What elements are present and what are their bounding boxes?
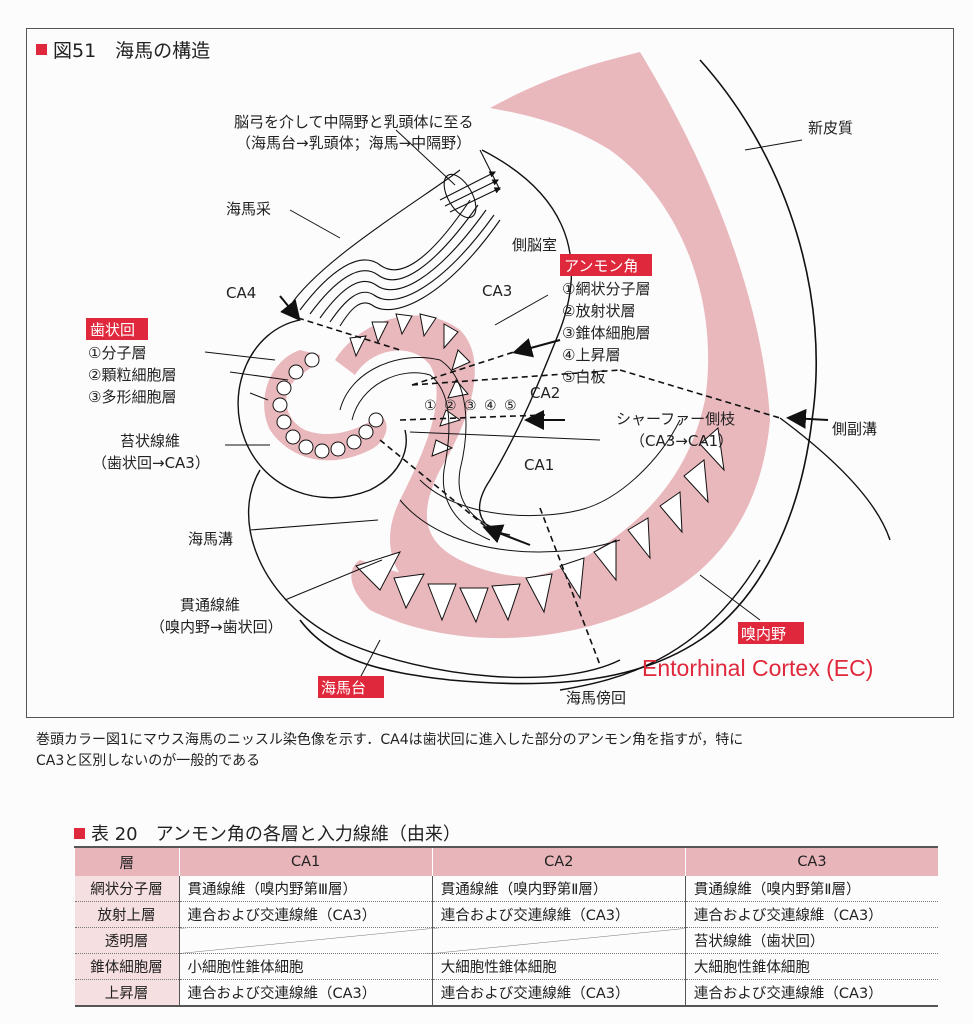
table-cell-ca1: 連合および交連線維（CA3） xyxy=(178,979,433,1007)
label-dentate-layer-3: ③多形細胞層 xyxy=(88,388,176,406)
table-row: 網状分子層 貫通線維（嗅内野第Ⅲ層） 貫通線維（嗅内野第Ⅱ層） 貫通線維（嗅内野… xyxy=(74,876,938,902)
outer-contour xyxy=(299,59,817,685)
table-header-layer: 層 xyxy=(74,846,179,876)
ammon-layer-lines xyxy=(339,356,681,553)
table-cell-ca3: 苔状線維（歯状回） xyxy=(684,927,938,954)
inner-contour xyxy=(559,417,891,691)
label-ammon-horn: アンモン角 xyxy=(564,257,638,275)
label-layer-number-1: ① xyxy=(424,398,437,414)
label-parahippocampal: 海馬傍回 xyxy=(566,689,626,707)
label-layer-number-4: ④ xyxy=(484,398,497,414)
label-mossy-fiber-2: （歯状回→CA3） xyxy=(92,454,210,472)
table-cell-ca2: 連合および交連線維（CA3） xyxy=(431,979,686,1007)
label-ammon-layer-2: ②放射状層 xyxy=(562,302,635,320)
pointer-arrows xyxy=(279,295,829,546)
label-fornix-path-1: 脳弓を介して中隔野と乳頭体に至る xyxy=(234,113,474,131)
table-cell-ca2: 連合および交連線維（CA3） xyxy=(431,901,686,928)
label-dentate-layer-1: ①分子層 xyxy=(88,344,146,362)
label-schaffer-2: （CA3→CA1） xyxy=(630,432,733,450)
label-ca1: CA1 xyxy=(524,456,554,474)
table-cell-layer: 上昇層 xyxy=(74,979,179,1007)
label-layer-number-2: ② xyxy=(444,398,457,414)
table-cell-ca1: 小細胞性錐体細胞 xyxy=(178,953,433,980)
granule-cells xyxy=(272,352,384,459)
label-perforant-1: 貫通線維 xyxy=(180,596,240,614)
label-perforant-2: （嗅内野→歯状回） xyxy=(150,618,283,636)
table-row: 放射上層 連合および交連線維（CA3） 連合および交連線維（CA3） 連合および… xyxy=(74,901,938,928)
table-cell-ca1: 貫通線維（嗅内野第Ⅲ層） xyxy=(178,876,433,902)
figure-frame xyxy=(26,28,954,718)
parahippocampal-contour xyxy=(247,469,621,679)
ammon-band xyxy=(335,315,720,619)
hippocampus-diagram: 脳弓を介して中隔野と乳頭体に至る （海馬台→乳頭体；海馬→中隔野） 海馬采 側脳… xyxy=(86,52,891,707)
caption-line-1: 巻頭カラー図1にマウス海馬のニッスル染色像を示す．CA4は歯状回に進入した部分の… xyxy=(36,732,744,748)
table-row: 錐体細胞層 小細胞性錐体細胞 大細胞性錐体細胞 大細胞性錐体細胞 xyxy=(74,953,938,980)
label-lateral-ventricle: 側脳室 xyxy=(512,236,557,254)
table-header-ca1: CA1 xyxy=(178,846,433,876)
table-header-ca2: CA2 xyxy=(431,846,686,876)
ammon-horn-badge xyxy=(560,254,652,276)
caption-line-2: CA3と区別しないのが一般的である xyxy=(36,753,261,769)
label-layer-number-5: ⑤ xyxy=(504,398,517,414)
subiculum-badge xyxy=(318,676,384,698)
table-cell-ca1 xyxy=(178,927,433,954)
leader-lines xyxy=(204,129,803,679)
label-ammon-layer-4: ④上昇層 xyxy=(562,346,620,364)
dentate-badge xyxy=(86,318,148,340)
label-collateral-sulcus: 側副溝 xyxy=(832,420,877,438)
label-subiculum: 海馬台 xyxy=(321,679,366,697)
red-square-icon xyxy=(36,44,47,55)
table-cell-layer: 放射上層 xyxy=(74,901,179,928)
table-cell-layer: 透明層 xyxy=(74,927,179,954)
entorhinal-badge xyxy=(738,622,804,644)
table-header-ca3: CA3 xyxy=(684,846,938,876)
label-mossy-fiber-1: 苔状線維 xyxy=(120,432,180,450)
cortex-band xyxy=(351,52,770,639)
fimbria-fibers xyxy=(289,149,501,327)
label-hippocampal-sulcus: 海馬溝 xyxy=(188,530,233,548)
table-cell-ca2: 貫通線維（嗅内野第Ⅱ層） xyxy=(431,876,686,902)
table-header-row: 層 CA1 CA2 CA3 xyxy=(74,846,938,876)
label-ammon-layer-1: ①網状分子層 xyxy=(562,280,650,298)
table-cell-layer: 錐体細胞層 xyxy=(74,953,179,980)
label-neocortex: 新皮質 xyxy=(808,119,853,137)
table-title-text: 表 20 アンモン角の各層と入力線維（由来） xyxy=(91,824,461,845)
table-cell-ca3: 大細胞性錐体細胞 xyxy=(684,953,938,980)
label-schaffer-1: シャーファー側枝 xyxy=(616,410,735,428)
table-cell-ca3: 貫通線維（嗅内野第Ⅱ層） xyxy=(684,876,938,902)
ventricle-wall xyxy=(479,149,573,536)
ammon-layers-table: 層 CA1 CA2 CA3 網状分子層 貫通線維（嗅内野第Ⅲ層） 貫通線維（嗅内… xyxy=(74,846,938,1007)
table-row: 上昇層 連合および交連線維（CA3） 連合および交連線維（CA3） 連合および交… xyxy=(74,979,938,1007)
label-ammon-layer-3: ③錐体細胞層 xyxy=(562,324,650,342)
label-ca2: CA2 xyxy=(530,384,560,402)
figure-caption: 巻頭カラー図1にマウス海馬のニッスル染色像を示す．CA4は歯状回に進入した部分の… xyxy=(36,730,946,772)
table-row: 透明層 苔状線維（歯状回） xyxy=(74,927,938,954)
table-cell-ca3: 連合および交連線維（CA3） xyxy=(684,979,938,1007)
label-ca4: CA4 xyxy=(226,284,256,302)
table-cell-ca1: 連合および交連線維（CA3） xyxy=(178,901,433,928)
pyramidal-cells xyxy=(349,313,725,624)
region-boundaries xyxy=(297,317,781,666)
figure-title: 図51 海馬の構造 xyxy=(36,36,210,63)
table-title: 表 20 アンモン角の各層と入力線維（由来） xyxy=(74,820,461,846)
figure-title-text: 図51 海馬の構造 xyxy=(53,40,211,62)
table-cell-layer: 網状分子層 xyxy=(74,876,179,902)
fornix-arrowheads xyxy=(439,171,501,219)
red-square-icon xyxy=(74,827,85,839)
label-dentate-layer-2: ②顆粒細胞層 xyxy=(88,366,176,384)
label-dentate-gyrus: 歯状回 xyxy=(90,321,135,339)
label-entorhinal-en: Entorhinal Cortex (EC) xyxy=(642,655,873,681)
label-entorhinal: 嗅内野 xyxy=(741,625,786,643)
table-cell-ca2: 大細胞性錐体細胞 xyxy=(431,953,686,980)
label-fornix-path-2: （海馬台→乳頭体；海馬→中隔野） xyxy=(236,134,471,152)
table-cell-ca3: 連合および交連線維（CA3） xyxy=(684,901,938,928)
label-ca3: CA3 xyxy=(482,282,512,300)
label-layer-number-3: ③ xyxy=(464,398,477,414)
label-ammon-layer-5: ⑤白板 xyxy=(562,368,605,386)
table-cell-ca2 xyxy=(431,927,686,954)
label-fimbria: 海馬采 xyxy=(226,200,271,218)
